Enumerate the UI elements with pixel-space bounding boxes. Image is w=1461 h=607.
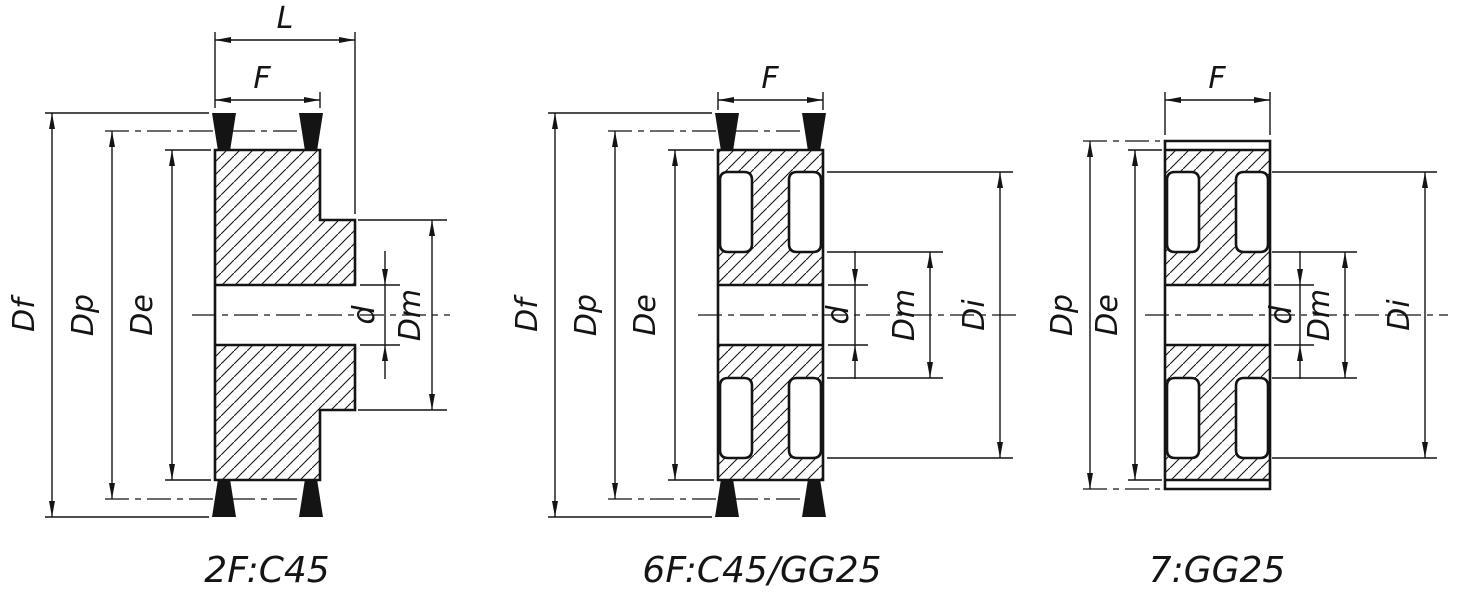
- dimension-labels: F Dp De d Dm Di: [1045, 61, 1417, 341]
- dim-label-f: F: [1208, 61, 1226, 96]
- section-hatching: [718, 150, 823, 480]
- dim-label-d: d: [1264, 305, 1299, 325]
- dim-label-l: L: [277, 1, 294, 36]
- dim-label-df: Df: [510, 294, 545, 332]
- dimension-lines: [548, 92, 1013, 518]
- dim-label-dm: Dm: [1302, 289, 1337, 341]
- section-hatching: [215, 150, 355, 480]
- dimension-labels: L F Df Dp De d Dm: [7, 1, 428, 341]
- dim-label-dp: Dp: [569, 294, 604, 336]
- dim-label-d: d: [347, 305, 382, 325]
- web-recess-outlines: [718, 170, 823, 460]
- figure-caption: 7:GG25: [1149, 550, 1286, 591]
- dim-label-de: De: [628, 294, 663, 336]
- figure-7-gg25: F Dp De d Dm Di 7:GG25: [1045, 61, 1448, 591]
- dim-label-de: De: [1090, 294, 1125, 336]
- dim-label-dm: Dm: [393, 289, 428, 341]
- dim-label-f: F: [253, 61, 271, 96]
- dim-label-di: Di: [957, 299, 992, 331]
- dimension-labels: F Df Dp De d Dm Di: [510, 61, 992, 341]
- web-recess-outlines: [1165, 170, 1270, 460]
- section-hatching: [1165, 150, 1270, 480]
- figure-6f-c45-gg25: F Df Dp De d Dm Di 6F:C45/GG25: [510, 61, 1022, 591]
- figure-caption: 6F:C45/GG25: [642, 550, 881, 591]
- dim-label-di: Di: [1382, 299, 1417, 331]
- figure-caption: 2F:C45: [204, 550, 329, 591]
- dim-label-de: De: [125, 294, 160, 336]
- dimension-lines: [1087, 92, 1437, 489]
- dim-label-d: d: [821, 305, 856, 325]
- dim-label-dm: Dm: [887, 289, 922, 341]
- dimension-lines: [45, 32, 447, 518]
- pulley-section: [105, 113, 450, 517]
- dim-label-dp: Dp: [66, 294, 101, 336]
- dim-label-df: Df: [7, 294, 42, 332]
- pulley-section: [608, 113, 1022, 517]
- dim-label-dp: Dp: [1045, 294, 1080, 336]
- dim-label-f: F: [761, 61, 779, 96]
- pulley-section: [1083, 139, 1448, 491]
- figure-2f-c45: L F Df Dp De d Dm 2F:C45: [7, 1, 450, 591]
